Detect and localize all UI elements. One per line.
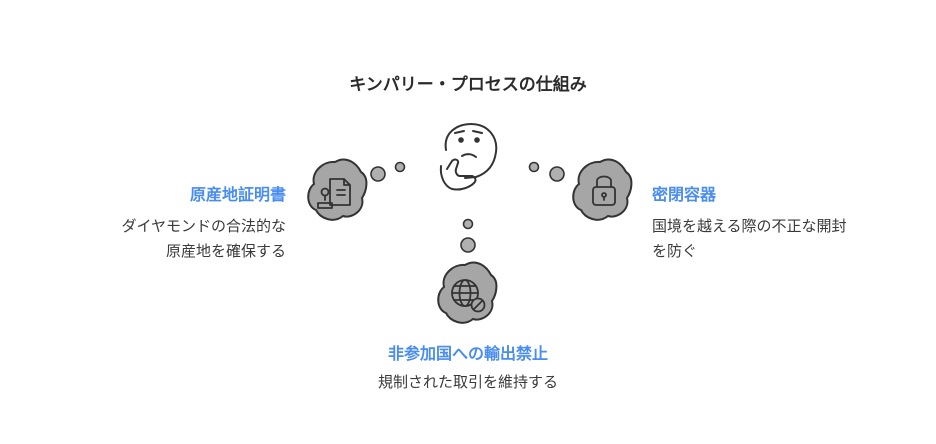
node-heading-certificate: 原産地証明書 [189,185,286,204]
globe-blocked-icon [437,261,498,324]
node-desc-line: 規制された取引を維持する [377,373,558,391]
node-desc-sealed-container: 国境を越える際の不正な開封 を防ぐ [652,214,847,264]
node-desc-export-ban: 規制された取引を維持する [0,370,936,395]
node-desc-line: ダイヤモンドの合法的な [121,217,286,235]
node-desc-line: 原産地を確保する [165,242,286,260]
padlock-icon [572,158,633,221]
node-heading-sealed-container: 密閉容器 [652,185,717,204]
connector-dots-right [528,161,565,182]
node-desc-line: 国境を越える際の不正な開封 [652,217,847,235]
thinking-face-icon [439,123,498,191]
node-desc-certificate: ダイヤモンドの合法的な 原産地を確保する [121,214,286,264]
diagram-title: キンパリー・プロセスの仕組み [349,75,587,95]
node-desc-line: を防ぐ [652,242,698,260]
connector-dots-left [370,161,406,182]
connector-dots-bottom [460,218,476,253]
certificate-stamp-icon [307,158,368,221]
node-heading-export-ban: 非参加国への輸出禁止 [387,344,548,363]
